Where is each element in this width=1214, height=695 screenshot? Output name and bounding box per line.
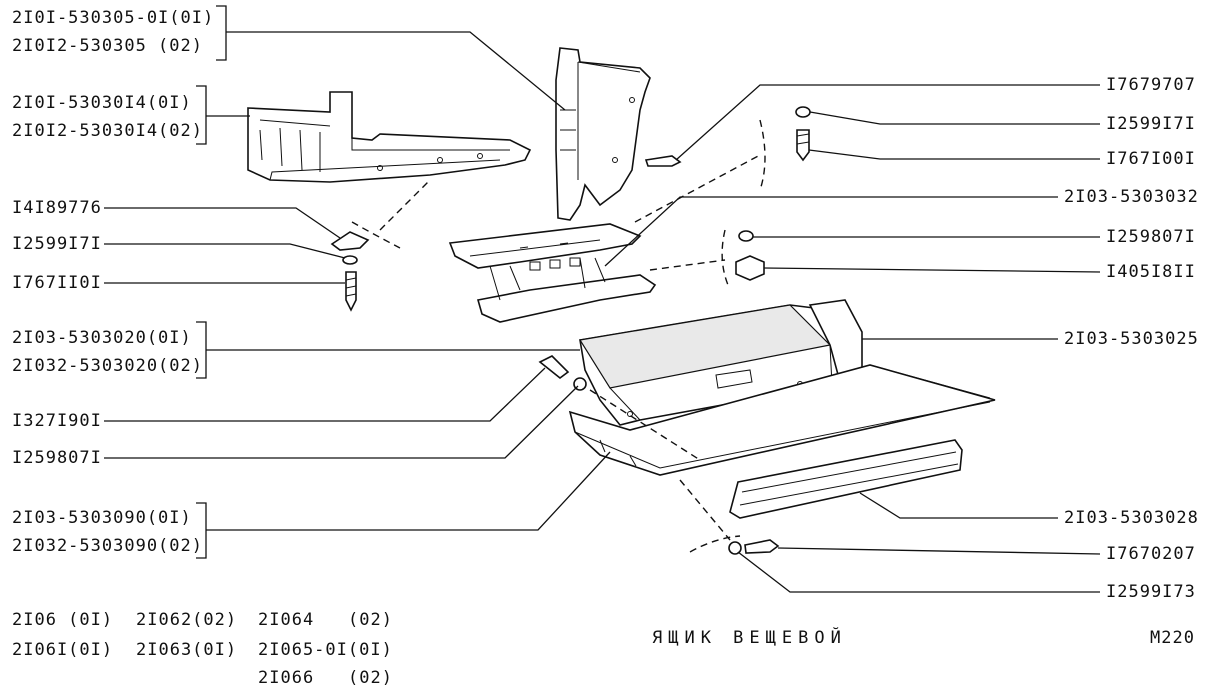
leader-c <box>104 207 341 239</box>
model-m2: 2I062(02) <box>136 610 238 630</box>
part-tray <box>568 364 996 476</box>
label-part-r9: I7670207 <box>1106 544 1196 564</box>
label-part-b2: 2I0I2-53030I4(02) <box>12 121 203 141</box>
model-m5: 2I063(0I) <box>136 640 238 660</box>
part-latch-plate <box>448 223 657 323</box>
leader-g <box>104 367 546 422</box>
dash-7 <box>589 389 701 461</box>
dash-2 <box>379 179 431 231</box>
hardware <box>330 106 811 555</box>
part-lower-cover <box>247 91 532 183</box>
label-part-r5: I259807I <box>1106 227 1196 247</box>
label-part-a1: 2I0I-530305-0I(0I) <box>12 8 215 28</box>
leader-r8 <box>859 492 1058 519</box>
label-part-a2: 2I0I2-530305 (02) <box>12 36 203 56</box>
leader-d <box>104 243 346 259</box>
leader-r4 <box>604 196 1058 267</box>
page-code: M220 <box>1150 628 1195 648</box>
model-m4: 2I06I(0I) <box>12 640 114 660</box>
model-m3-variant: (02) <box>348 610 393 630</box>
leader-r2 <box>809 111 1100 125</box>
label-part-f1: 2I03-5303020(0I) <box>12 328 192 348</box>
label-part-r8: 2I03-5303028 <box>1064 508 1199 528</box>
label-part-r6: I405I8II <box>1106 262 1196 282</box>
leader-h <box>104 385 579 459</box>
dash-6 <box>721 229 729 286</box>
label-part-e: I767II0I <box>12 273 102 293</box>
label-part-r4: 2I03-5303032 <box>1064 187 1199 207</box>
label-part-g: I327I90I <box>12 411 102 431</box>
label-part-r7: 2I03-5303025 <box>1064 329 1199 349</box>
leader-r1 <box>675 84 1100 161</box>
model-m7-variant: (02) <box>348 668 393 688</box>
model-m7: 2I066 <box>258 668 315 688</box>
leader-r6 <box>763 267 1101 273</box>
label-part-h: I259807I <box>12 448 102 468</box>
leader-r9 <box>777 547 1101 555</box>
dash-1 <box>351 221 401 249</box>
label-part-b1: 2I0I-53030I4(0I) <box>12 93 192 113</box>
part-vertical-bracket <box>555 47 651 221</box>
dash-5 <box>649 259 726 271</box>
dash-9 <box>689 535 741 553</box>
part-lid <box>579 299 863 426</box>
label-part-f2: 2I032-5303020(02) <box>12 356 203 376</box>
model-m6: 2I065-0I(0I) <box>258 640 393 660</box>
model-m1: 2I06 (0I) <box>12 610 114 630</box>
label-part-r2: I2599I7I <box>1106 114 1196 134</box>
leader-a <box>226 31 566 111</box>
dash-4 <box>759 119 766 191</box>
bracket-b <box>196 85 207 145</box>
label-part-r10: I2599I73 <box>1106 582 1196 602</box>
label-part-d: I2599I7I <box>12 234 102 254</box>
label-part-r1: I7679707 <box>1106 75 1196 95</box>
model-m3: 2I064 <box>258 610 315 630</box>
dash-8 <box>679 479 731 541</box>
part-trim-strip <box>729 439 963 519</box>
label-part-i2: 2I032-5303090(02) <box>12 536 203 556</box>
bracket-a <box>216 5 227 61</box>
label-part-i1: 2I03-5303090(0I) <box>12 508 192 528</box>
label-part-c: I4I89776 <box>12 198 102 218</box>
label-part-r3: I767I00I <box>1106 149 1196 169</box>
diagram-title: ЯЩИК ВЕЩЕВОЙ <box>652 628 847 648</box>
leader-r3 <box>808 149 1100 160</box>
leader-r10 <box>737 551 1100 593</box>
leader-i <box>206 451 611 531</box>
